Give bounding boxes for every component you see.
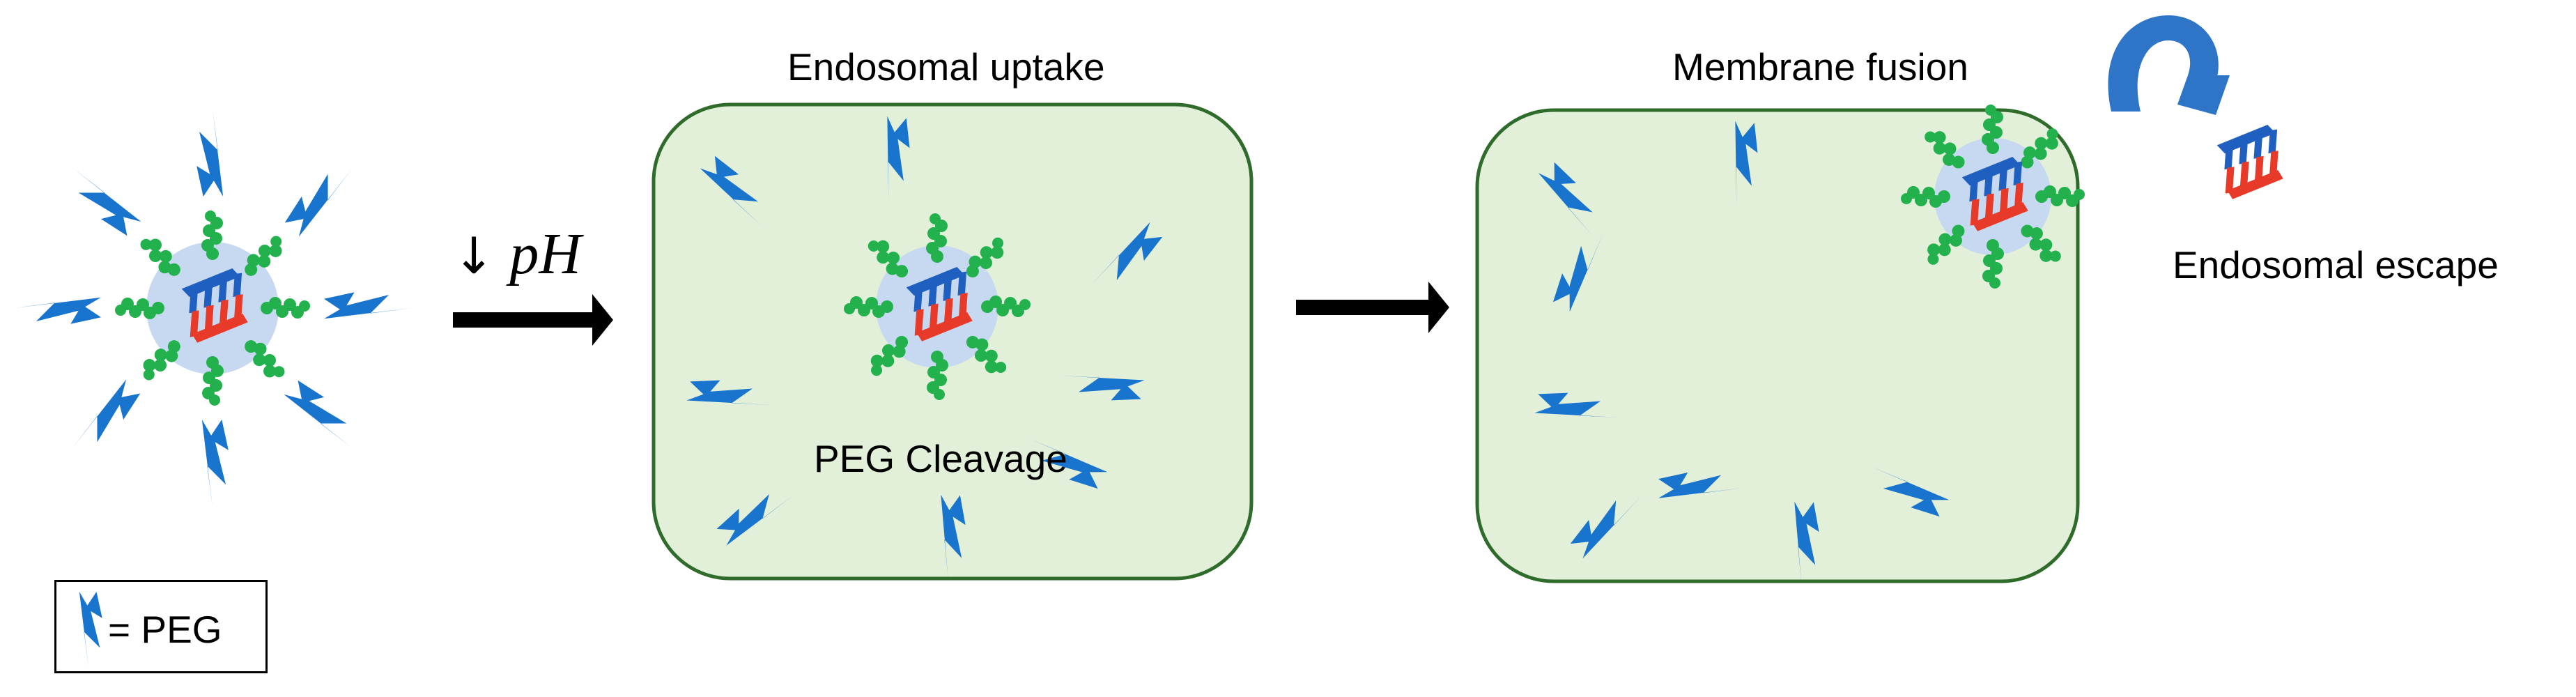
peg-lightning-icon <box>201 420 229 507</box>
legend-text: = PEG <box>108 608 222 651</box>
fusing-nanoparticle <box>1901 105 2085 289</box>
escaped-cargo <box>2216 124 2283 199</box>
fusion-arrow <box>1296 282 1449 333</box>
peg-lightning-icon <box>196 109 224 197</box>
peg-legend-icon <box>79 592 102 668</box>
ph-trigger-label: ↓ pH <box>453 220 581 288</box>
ph-text: pH <box>509 222 581 286</box>
peg-lightning-icon <box>13 297 102 324</box>
escape-arrow-icon <box>2108 15 2230 115</box>
peg-lightning-icon <box>280 156 361 237</box>
label-endosomal-uptake: Endosomal uptake <box>787 45 1105 89</box>
legend-box: = PEG <box>54 580 268 673</box>
cargo-duplex-icon <box>2216 124 2283 199</box>
peg-lightning-icon <box>61 160 141 240</box>
cargo-duplex-icon <box>1961 156 2028 231</box>
ph-arrow <box>453 294 613 346</box>
cargo-duplex-icon <box>906 266 973 342</box>
down-arrow-icon: ↓ <box>453 227 495 285</box>
peg-lightning-icon <box>324 292 412 319</box>
peg-lightning-icon <box>64 379 145 460</box>
label-endosomal-escape: Endosomal escape <box>2173 243 2499 286</box>
cleaved-nanoparticle <box>844 213 1031 400</box>
label-membrane-fusion: Membrane fusion <box>1672 45 1968 89</box>
endosome-fusion <box>1475 108 2080 583</box>
label-peg-cleavage: PEG Cleavage <box>814 437 1067 480</box>
pegylated-nanoparticle <box>13 109 412 507</box>
peg-lightning-icon <box>284 376 364 457</box>
cargo-duplex-icon <box>181 268 248 343</box>
